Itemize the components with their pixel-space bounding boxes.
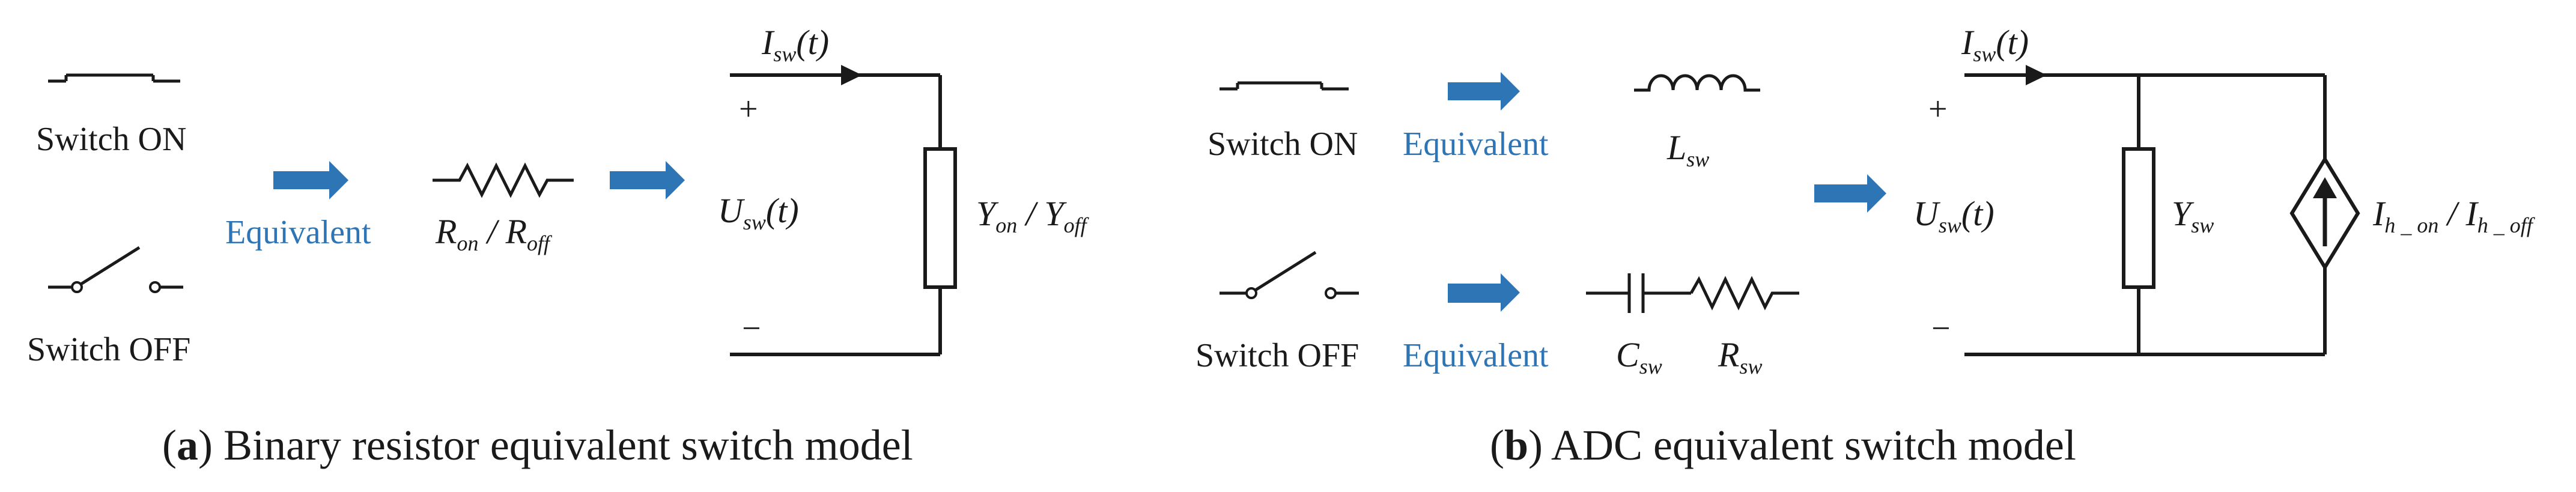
arrow-right-icon <box>1448 273 1520 312</box>
switch-on-label: Switch ON <box>1208 126 1358 163</box>
arrow-right-icon <box>1448 72 1520 111</box>
arrow-right-icon <box>1814 174 1886 213</box>
switch-off-symbol <box>48 246 183 293</box>
switch-off-label: Switch OFF <box>27 331 190 368</box>
minus-sign: − <box>742 310 761 347</box>
source-label: Ih _ on / Ih _ off <box>2372 194 2536 237</box>
current-label: Isw(t) <box>761 23 829 66</box>
resistor-label: Rsw <box>1718 335 1762 378</box>
circuit-b <box>1964 65 2360 356</box>
switch-on-label: Switch ON <box>36 121 186 158</box>
resistor-label: Ron / Roff <box>435 212 553 255</box>
caption-a: (a) Binary resistor equivalent switch mo… <box>162 421 913 469</box>
plus-sign: + <box>739 91 758 128</box>
capacitor-symbol <box>1586 273 1691 313</box>
resistor-symbol <box>1689 276 1799 311</box>
inductor-symbol <box>1634 74 1760 92</box>
inductor-label: Lsw <box>1666 128 1709 171</box>
plus-sign: + <box>1928 91 1948 128</box>
minus-sign: − <box>1931 310 1951 347</box>
switch-on-symbol <box>48 73 180 83</box>
admittance-element <box>923 147 957 289</box>
switch-on-symbol <box>1220 81 1349 91</box>
capacitor-label: Csw <box>1616 335 1662 378</box>
voltage-label: Usw(t) <box>1913 194 1994 237</box>
caption-b: (b) ADC equivalent switch model <box>1490 421 2076 469</box>
equivalent-label: Equivalent <box>225 214 371 251</box>
circuit-a <box>730 65 957 356</box>
current-label: Isw(t) <box>1961 23 2029 66</box>
switch-off-symbol <box>1220 251 1359 299</box>
arrow-right-icon <box>273 161 348 199</box>
switch-off-label: Switch OFF <box>1195 337 1359 374</box>
voltage-label: Usw(t) <box>718 191 799 234</box>
resistor-symbol <box>433 162 574 198</box>
arrow-right-icon <box>610 161 685 199</box>
admittance-label: Ysw <box>2172 194 2214 237</box>
admittance-element <box>2122 147 2155 289</box>
panel-b: Switch ON Switch OFF Equivalent Equivale… <box>1195 23 2536 469</box>
equivalent-on-label: Equivalent <box>1403 126 1549 163</box>
equivalent-off-label: Equivalent <box>1403 337 1549 374</box>
admittance-label: Yon / Yoff <box>976 194 1090 237</box>
panel-a: Switch ON Switch OFF Equivalent Ron / Ro… <box>27 23 1090 469</box>
